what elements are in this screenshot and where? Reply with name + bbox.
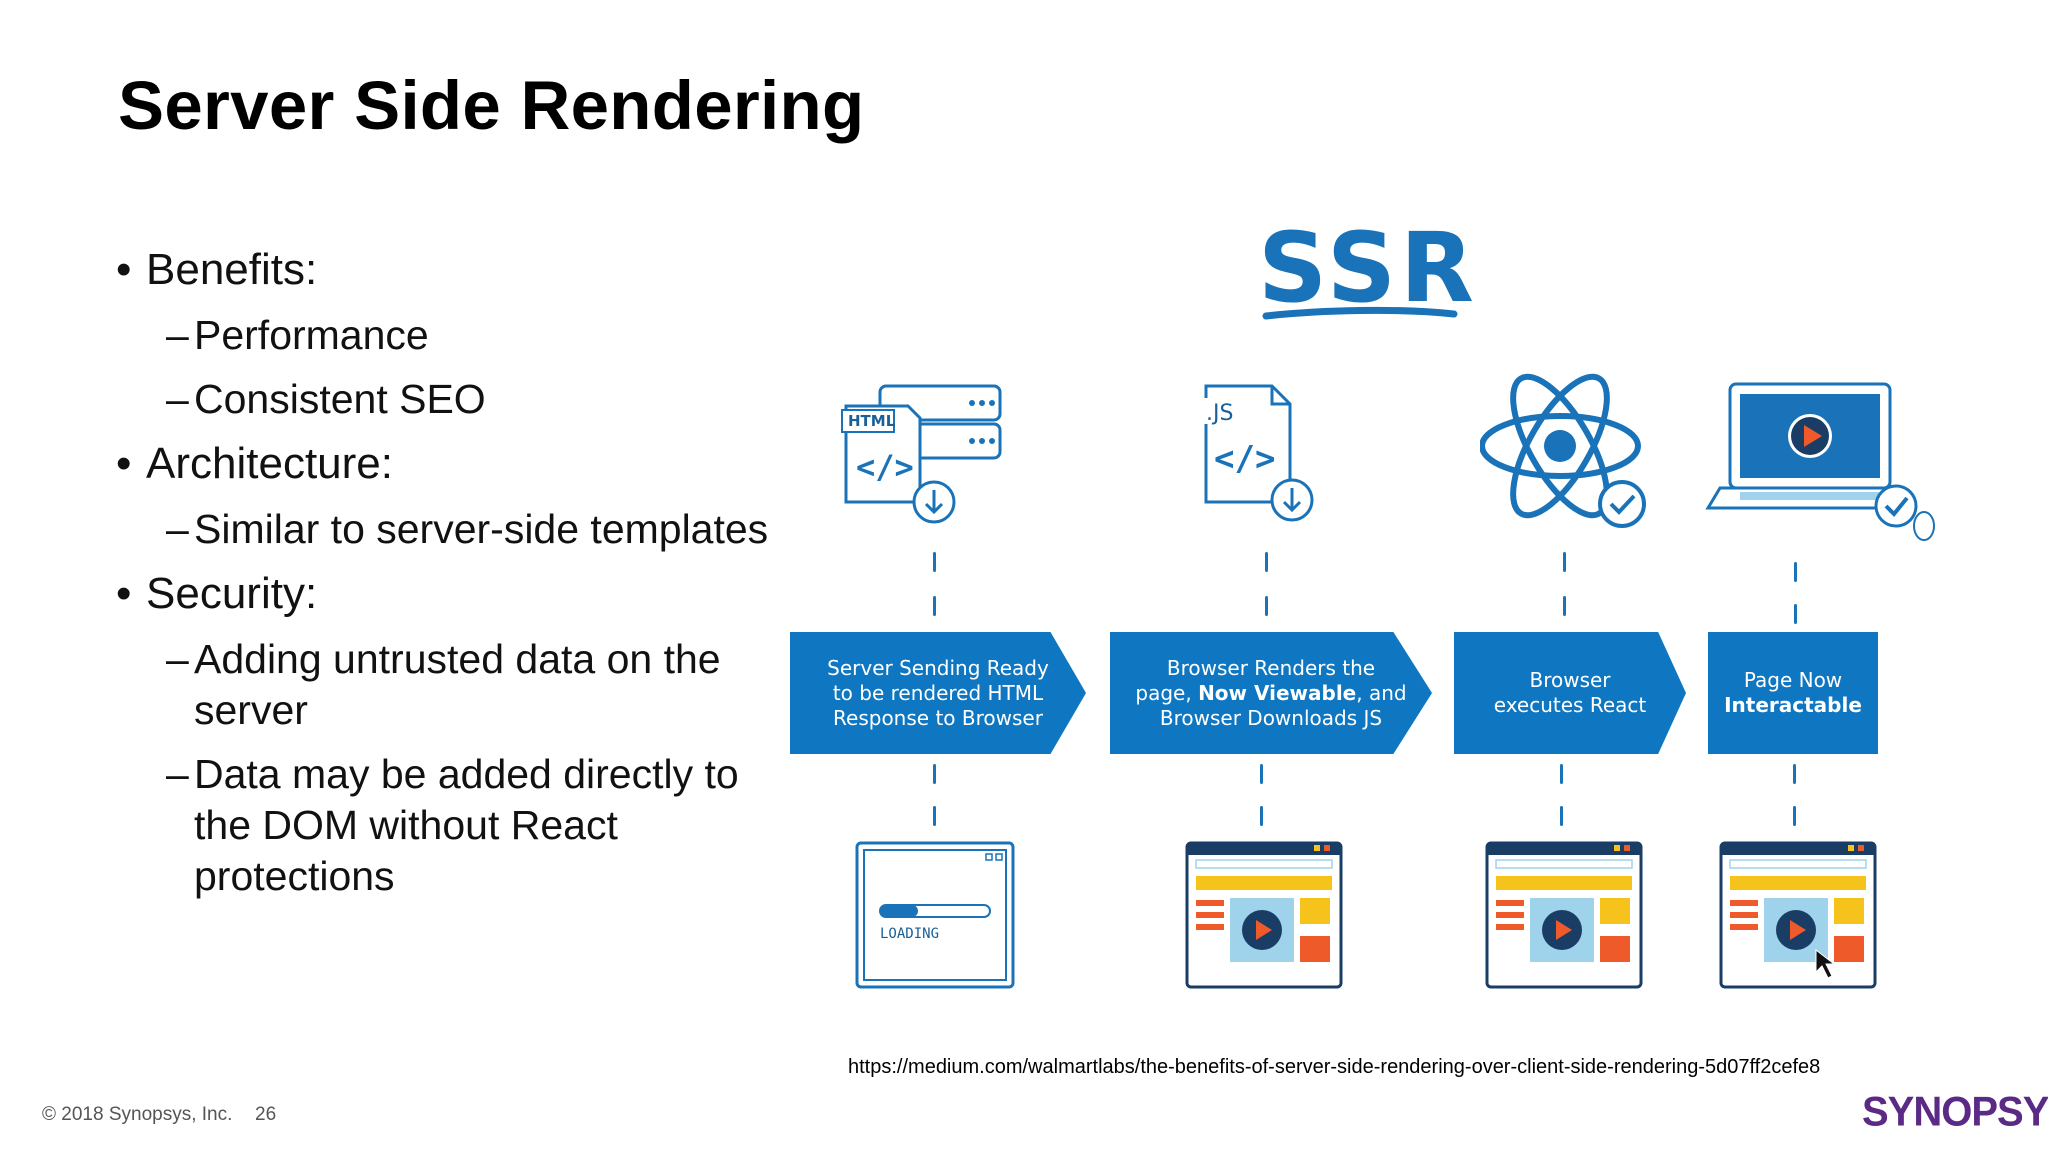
source-url: https://medium.com/walmartlabs/the-benef…: [848, 1056, 1821, 1078]
step1-line2: to be rendered HTML: [832, 680, 1044, 705]
connector-dash: [1260, 764, 1263, 784]
connector-dash: [1794, 604, 1797, 624]
html-code-glyph: </>: [856, 448, 914, 486]
connector-dash: [933, 764, 936, 784]
connector-dash: [1563, 552, 1566, 572]
footer-copyright: © 2018 Synopsys, Inc.: [42, 1104, 233, 1125]
step3-line1: Browser: [1529, 668, 1611, 692]
step-page-interactable: Page Now Interactable: [1708, 632, 1878, 754]
sub-bullet-dom-without-react: Data may be added directly to the DOM wi…: [116, 749, 796, 902]
synopsys-logo: SYNOPSYS: [1862, 1088, 2048, 1136]
connector-dash: [1265, 596, 1268, 616]
step3-line2: executes React: [1493, 693, 1647, 717]
react-atom-icon: [1480, 373, 1646, 528]
connector-dash: [1260, 806, 1263, 826]
js-label: .JS: [1206, 401, 1233, 426]
sub-bullet-similar-templates: Similar to server-side templates: [116, 504, 796, 555]
step-browser-renders: Browser Renders the page, Now Viewable, …: [1110, 632, 1432, 754]
step1-line1: Server Sending Ready: [827, 655, 1049, 680]
ssr-underline: [1262, 306, 1458, 320]
step2-line2-bold: Now Viewable: [1198, 680, 1357, 705]
step2-line2-post: , and: [1356, 680, 1407, 705]
html-label: HTML: [848, 412, 896, 430]
ssr-logo-text: SSR: [1258, 212, 1478, 324]
step4-line1: Page Now: [1743, 668, 1843, 692]
step1-line3: Response to Browser: [833, 705, 1043, 730]
bullet-benefits: Benefits:: [116, 244, 796, 296]
slide-title: Server Side Rendering: [118, 67, 865, 144]
connector-dash: [1265, 552, 1268, 572]
connector-dash: [933, 552, 936, 572]
sub-bullet-untrusted-data: Adding untrusted data on the server: [116, 634, 796, 736]
connector-dash: [1794, 562, 1797, 582]
step-browser-executes: Browser executes React: [1454, 632, 1686, 754]
bullet-list: Benefits: Performance Consistent SEO Arc…: [116, 244, 796, 915]
sub-bullet-performance: Performance: [116, 310, 796, 361]
bullet-security: Security:: [116, 568, 796, 620]
js-file-icon: .JS </>: [1200, 384, 1314, 522]
connector-dash: [1793, 806, 1796, 826]
connector-dash: [1560, 764, 1563, 784]
step-server-sending: Server Sending Ready to be rendered HTML…: [790, 632, 1086, 754]
step2-line1: Browser Renders the: [1166, 655, 1376, 680]
sub-bullet-consistent-seo: Consistent SEO: [116, 374, 796, 425]
connector-dash: [1563, 596, 1566, 616]
footer-page-number: 26: [255, 1104, 277, 1125]
connector-dash: [933, 596, 936, 616]
step2-line3: Browser Downloads JS: [1159, 705, 1383, 730]
interactive-page-icon: [1719, 841, 1877, 989]
js-code-glyph: </>: [1214, 439, 1275, 479]
rendered-page-icon: [1185, 841, 1343, 989]
step4-line2-bold: Interactable: [1724, 693, 1862, 717]
loading-label: LOADING: [880, 926, 939, 942]
connector-dash: [1560, 806, 1563, 826]
bullet-architecture: Architecture:: [116, 438, 796, 490]
react-page-icon: [1485, 841, 1643, 989]
ssr-diagram: SSR HTML </> .JS </>: [780, 190, 1960, 1030]
connector-dash: [1793, 764, 1796, 784]
connector-dash: [933, 806, 936, 826]
loading-window-icon: LOADING: [855, 841, 1015, 989]
step2-line2-pre: page,: [1135, 680, 1199, 705]
html-server-icon: HTML </>: [841, 384, 1002, 524]
laptop-play-icon: [1705, 382, 1935, 541]
